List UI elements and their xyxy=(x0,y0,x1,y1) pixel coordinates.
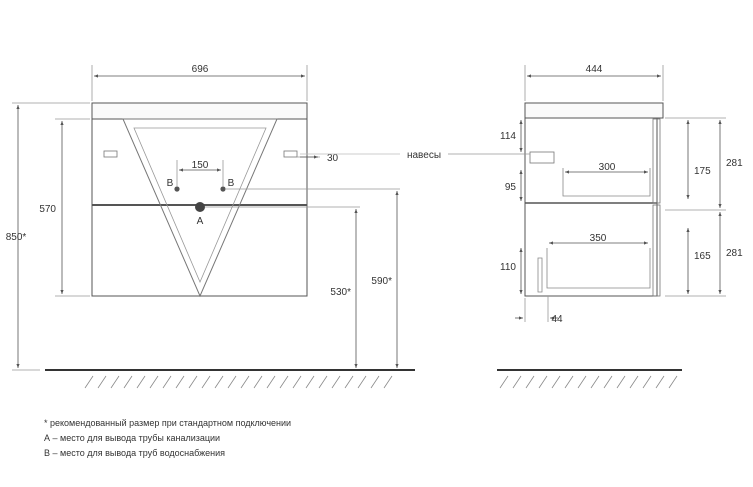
side-hinge xyxy=(529,151,555,164)
side-view xyxy=(300,65,726,322)
label-350: 350 xyxy=(590,233,607,244)
front-v-decor-outer xyxy=(122,118,278,298)
side-countertop xyxy=(524,102,664,119)
label-300: 300 xyxy=(599,162,616,173)
note-recommended: * рекомендованный размер при стандартном… xyxy=(44,418,292,428)
label-696: 696 xyxy=(192,64,209,75)
label-b-right: B xyxy=(228,178,235,189)
label-95: 95 xyxy=(505,182,517,193)
label-150: 150 xyxy=(192,160,209,171)
label-30: 30 xyxy=(327,153,339,164)
label-44: 44 xyxy=(551,314,563,325)
note-b-water: В – место для вывода труб водоснабжения xyxy=(44,448,226,458)
label-a: A xyxy=(197,216,204,227)
side-cabinet-body xyxy=(524,117,658,297)
label-850: 850* xyxy=(6,232,27,243)
label-hinges: навесы xyxy=(407,150,441,161)
front-hinge-left xyxy=(103,150,118,158)
pipe-b-left-dot xyxy=(174,186,180,192)
label-444: 444 xyxy=(586,64,603,75)
floor-front xyxy=(45,369,415,389)
label-590: 590* xyxy=(371,276,392,287)
pipe-a-dot xyxy=(195,202,205,212)
front-v-decor-inner xyxy=(133,127,267,284)
front-hinge-right xyxy=(283,150,298,158)
front-view xyxy=(12,65,400,371)
label-530: 530* xyxy=(330,287,351,298)
pipe-b-right-dot xyxy=(220,186,226,192)
side-drawer-bottom xyxy=(546,248,651,289)
side-siphon xyxy=(537,257,543,293)
front-countertop xyxy=(91,102,308,120)
label-110: 110 xyxy=(500,262,516,273)
side-front-top xyxy=(652,118,661,204)
label-175: 175 xyxy=(694,166,711,177)
floor-side xyxy=(497,369,682,389)
side-front-bottom xyxy=(652,204,661,297)
label-114: 114 xyxy=(500,131,516,142)
label-281-top: 281 xyxy=(726,158,743,169)
label-b-left: B xyxy=(167,178,174,189)
label-165: 165 xyxy=(694,251,711,262)
label-570: 570 xyxy=(39,204,56,215)
side-drawer-top xyxy=(562,168,651,197)
label-281-bottom: 281 xyxy=(726,248,743,259)
note-a-drain: А – место для вывода трубы канализации xyxy=(44,433,221,443)
